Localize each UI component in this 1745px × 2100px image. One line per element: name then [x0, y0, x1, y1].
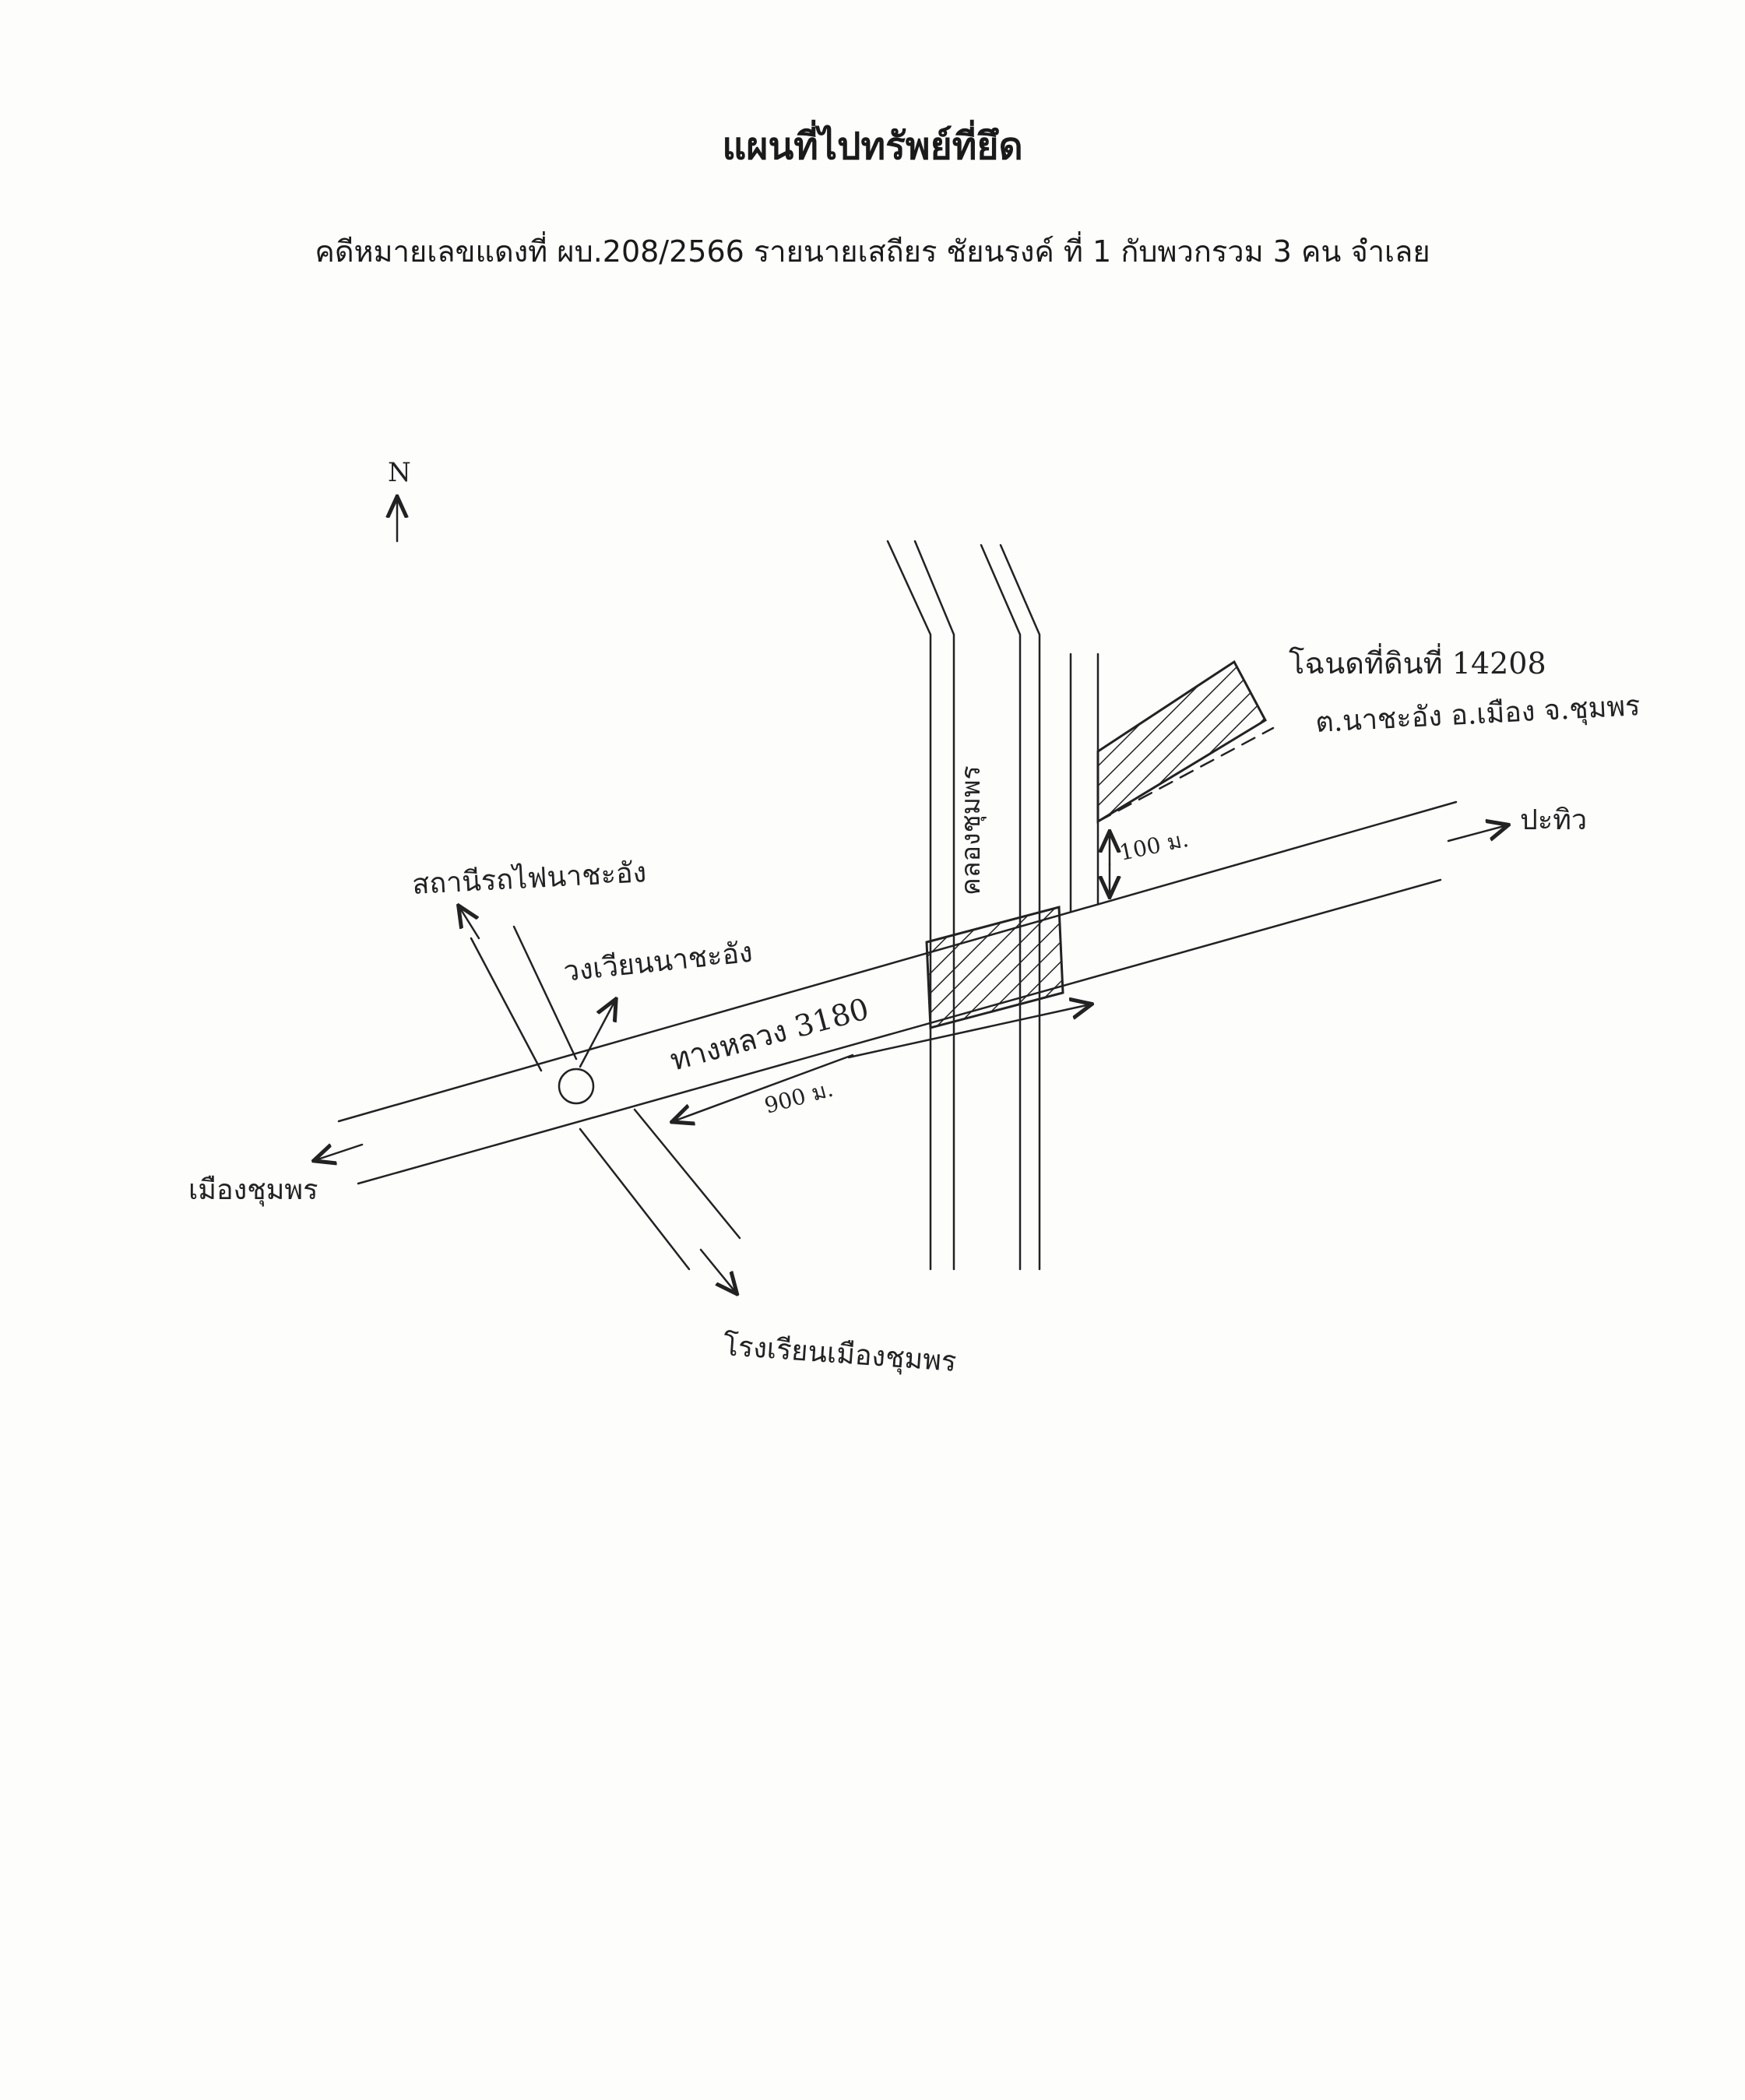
school-label: โรงเรียนเมืองชุมพร: [722, 1329, 957, 1379]
highway-edge-south: [357, 878, 1442, 1185]
highway-edge-north: [337, 800, 1458, 1123]
deed-location-label: ต.นาชะอัง อ.เมือง จ.ชุมพร: [1314, 690, 1641, 740]
canal-label: คลองชุมพร: [955, 765, 987, 895]
deed-number-label: โฉนดที่ดินที่ 14208: [1289, 643, 1546, 681]
school-road-edge-1: [579, 1127, 691, 1271]
station-road-edge-2: [512, 925, 578, 1061]
roundabout-icon: [558, 1068, 595, 1105]
distance-main-label: 900 ม.: [762, 1076, 836, 1119]
page-title: แผนที่ไปทรัพย์ที่ยึด: [722, 125, 1023, 168]
to-school-arrow: [699, 1248, 736, 1293]
highway-label: ทางหลวง 3180: [667, 991, 872, 1077]
parcel-boundary-dashed: [1096, 726, 1275, 823]
canal-line-1: [886, 540, 932, 1271]
station-label: สถานีรถไฟนาชะอัง: [411, 856, 647, 901]
school-road-edge-2: [633, 1108, 741, 1240]
canal-line-4: [999, 543, 1041, 1271]
bridge-icon: [925, 906, 1064, 1029]
north-label: N: [388, 457, 411, 488]
station-road-edge-1: [470, 937, 543, 1072]
to-station-arrow: [459, 907, 480, 940]
to-pathio-arrow: [1447, 825, 1507, 842]
roundabout-label: วงเวียนนาชะอัง: [562, 937, 755, 988]
canal-line-3: [980, 543, 1022, 1271]
to-city-arrow: [315, 1145, 364, 1160]
property-parcel-icon: [1096, 660, 1267, 824]
distance-arrow-east: [847, 1004, 1090, 1059]
distance-side-label: 100 ม.: [1117, 826, 1191, 866]
case-subtitle: คดีหมายเลขแดงที่ ผบ.208/2566 รายนายเสถีย…: [315, 234, 1430, 269]
pathio-label: ปะทิว: [1520, 804, 1587, 836]
city-label: เมืองชุมพร: [188, 1174, 318, 1207]
distance-arrow-west: [674, 1054, 854, 1121]
roundabout-pointer-arrow: [579, 1001, 615, 1068]
canal-line-2: [913, 540, 955, 1271]
